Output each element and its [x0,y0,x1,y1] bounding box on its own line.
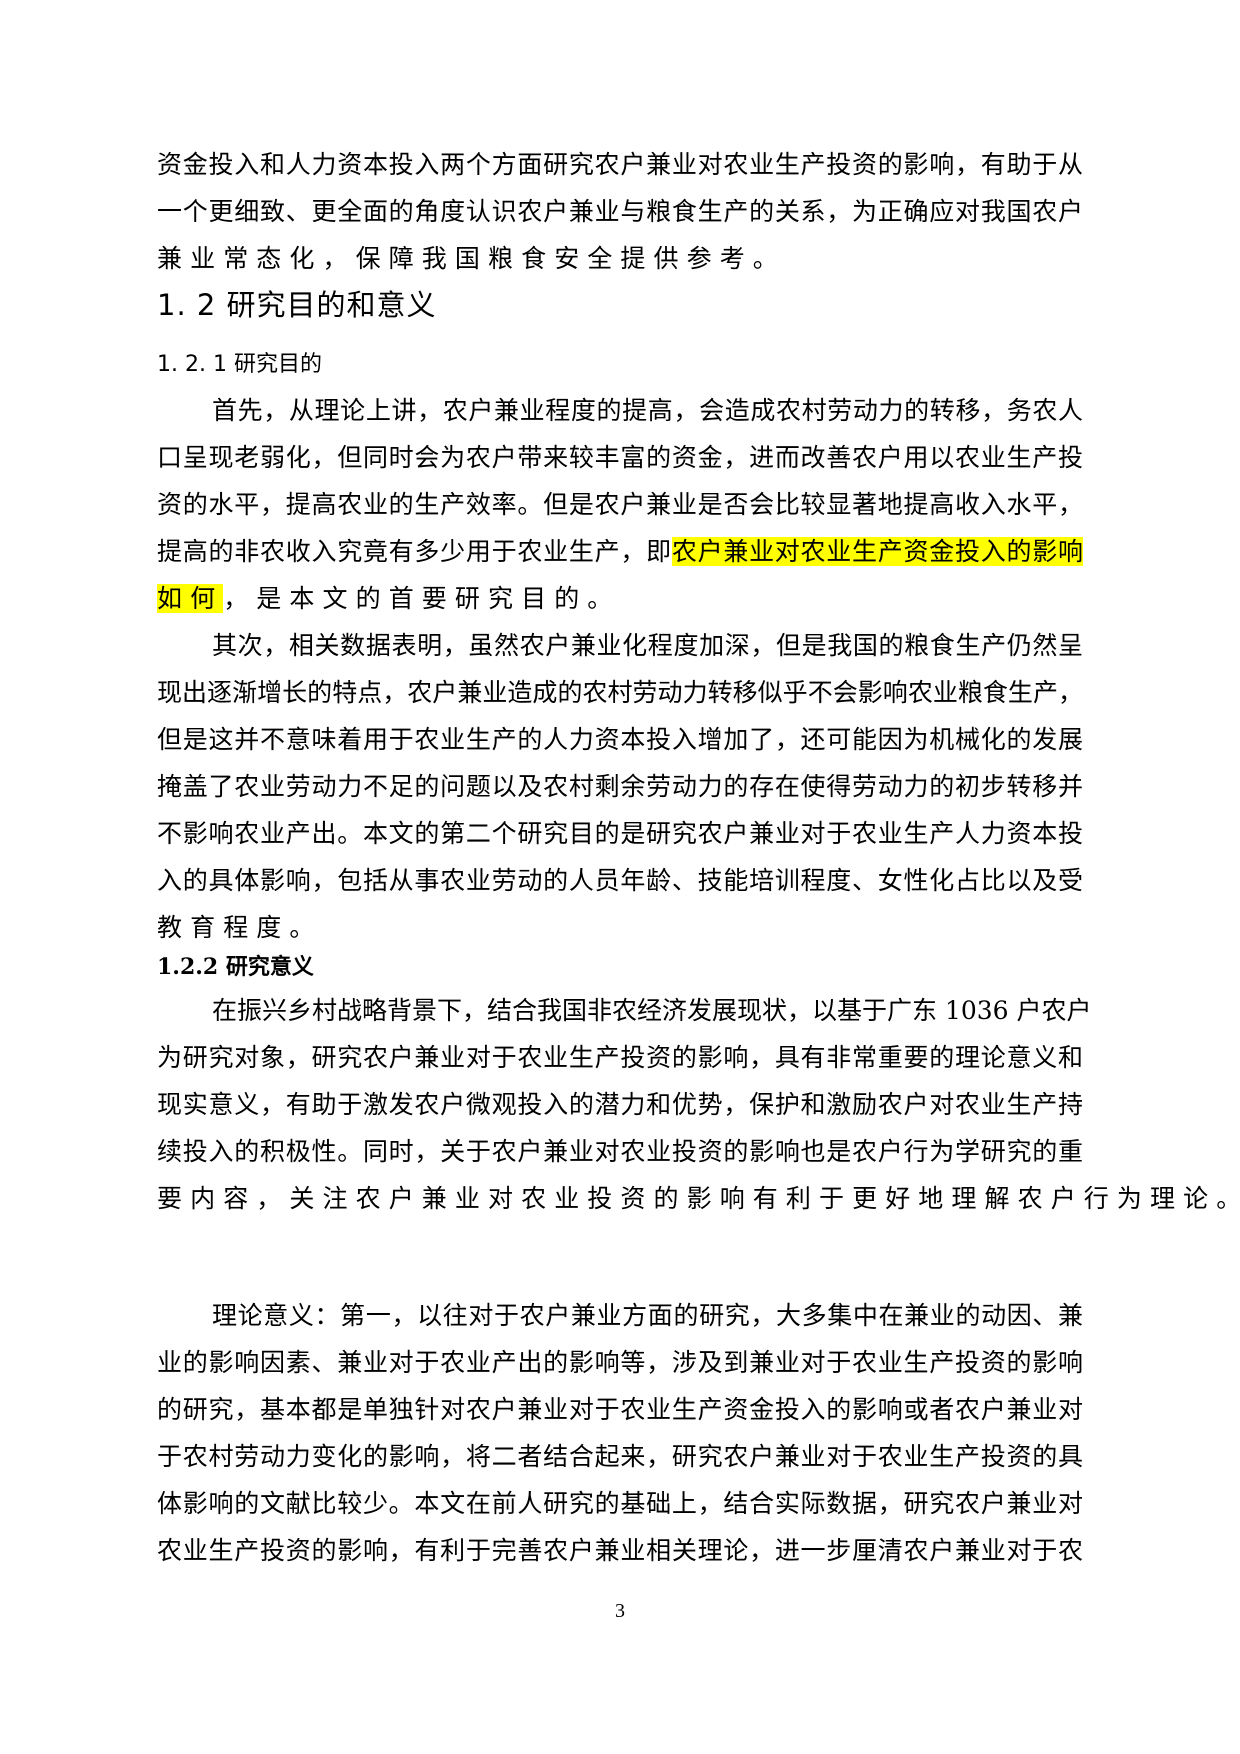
text-line: 于农村劳动力变化的影响，将二者结合起来，研究农户兼业对于农业生产投资的具 [157,1442,1083,1471]
text-line: 掩盖了农业劳动力不足的问题以及农村剩余劳动力的存在使得劳动力的初步转移并 [157,772,1083,801]
text-line: 入的具体影响，包括从事农业劳动的人员年龄、技能培训程度、女性化占比以及受 [157,866,1083,895]
text-segment: 提高的非农收入究竟有多少用于农业生产，即 [157,537,672,566]
highlighted-text: 如何 [157,584,224,613]
section-heading: 1. 2 研究目的和意义 [157,288,437,322]
text-line: 其次，相关数据表明，虽然农户兼业化程度加深，但是我国的粮食生产仍然呈 [212,631,1083,660]
text-line: 在振兴乡村战略背景下，结合我国非农经济发展现状，以基于广东 1036 户农户 [212,996,1092,1025]
text-line: 现实意义，有助于激发农户微观投入的潜力和优势，保护和激励农户对农业生产持 [157,1090,1083,1119]
page-number: 3 [615,1600,625,1622]
text-line: 资金投入和人力资本投入两个方面研究农户兼业对农业生产投资的影响，有助于从 [157,150,1083,179]
text-line: 现出逐渐增长的特点，农户兼业造成的农村劳动力转移似乎不会影响农业粮食生产， [157,678,1083,707]
text-line: 教育程度。 [157,913,323,942]
subsection-heading-research-purpose: 1. 2. 1 研究目的 [157,352,322,377]
text-line: 理论意义：第一，以往对于农户兼业方面的研究，大多集中在兼业的动因、兼 [212,1301,1083,1330]
text-line: 一个更细致、更全面的角度认识农户兼业与粮食生产的关系，为正确应对我国农户 [157,197,1083,226]
text-line: 提高的非农收入究竟有多少用于农业生产，即农户兼业对农业生产资金投入的影响 [157,535,1083,569]
text-line: 如何，是本文的首要研究目的。 [157,582,1083,616]
text-line: 为研究对象，研究农户兼业对于农业生产投资的影响，具有非常重要的理论意义和 [157,1043,1083,1072]
text-line: 兼业常态化，保障我国粮食安全提供参考。 [157,244,786,273]
text-segment: ，是本文的首要研究目的。 [223,584,621,613]
text-line: 农业生产投资的影响，有利于完善农户兼业相关理论，进一步厘清农户兼业对于农 [157,1536,1083,1565]
text-line: 的研究，基本都是单独针对农户兼业对于农业生产资金投入的影响或者农户兼业对 [157,1395,1083,1424]
subsection-heading-research-significance: 1.2.2 研究意义 [157,954,314,980]
text-line: 体影响的文献比较少。本文在前人研究的基础上，结合实际数据，研究农户兼业对 [157,1489,1083,1518]
text-line: 首先，从理论上讲，农户兼业程度的提高，会造成农村劳动力的转移，务农人 [212,396,1083,425]
text-line: 资的水平，提高农业的生产效率。但是农户兼业是否会比较显著地提高收入水平， [157,490,1083,519]
text-line: 不影响农业产出。本文的第二个研究目的是研究农户兼业对于农业生产人力资本投 [157,819,1083,848]
text-line: 但是这并不意味着用于农业生产的人力资本投入增加了，还可能因为机械化的发展 [157,725,1083,754]
text-line: 口呈现老弱化，但同时会为农户带来较丰富的资金，进而改善农户用以农业生产投 [157,443,1083,472]
text-line: 续投入的积极性。同时，关于农户兼业对农业投资的影响也是农户行为学研究的重 [157,1137,1083,1166]
highlighted-text: 农户兼业对农业生产资金投入的影响 [671,537,1083,566]
text-line: 业的影响因素、兼业对于农业产出的影响等，涉及到兼业对于农业生产投资的影响 [157,1348,1083,1377]
text-line: 要内容，关注农户兼业对农业投资的影响有利于更好地理解农户行为理论。 [157,1184,1240,1213]
